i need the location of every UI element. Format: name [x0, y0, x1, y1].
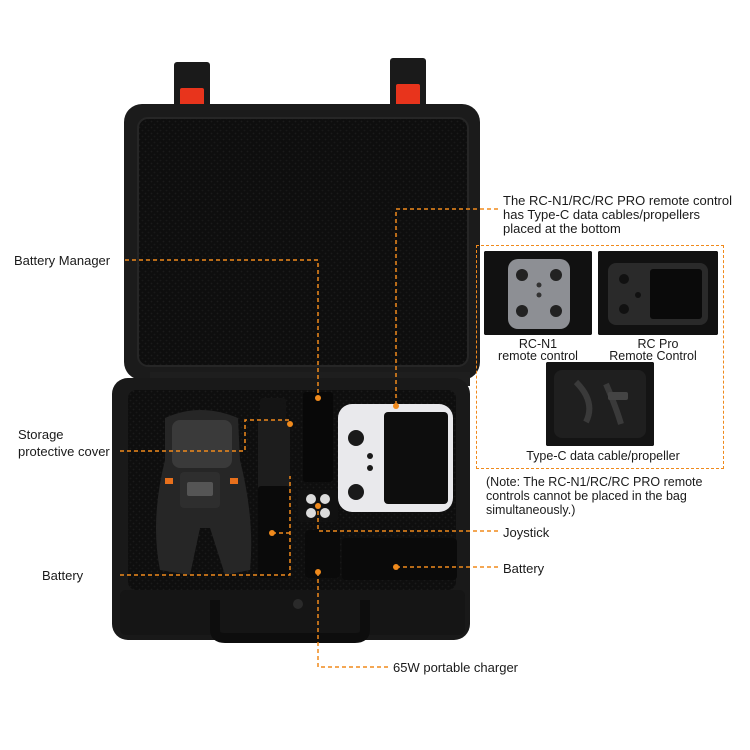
rcpro-caption-line2: Remote Control [609, 349, 697, 363]
rcpro-photo [598, 251, 718, 335]
note-line2: controls cannot be placed in the bag [486, 489, 687, 503]
rcn1-caption-line1: RC-N1 [518, 337, 558, 351]
battery-left-label: Battery [42, 568, 84, 583]
case-lid [124, 104, 480, 380]
note-line1: (Note: The RC-N1/RC/RC PRO remote [486, 475, 703, 489]
battery-right-label: Battery [503, 561, 545, 576]
joystick-label: Joystick [503, 525, 550, 540]
storage-cover-label-line1: Storage [18, 427, 64, 442]
remote-controller [338, 404, 453, 512]
charger-label: 65W portable charger [393, 660, 519, 675]
charger-slot [305, 530, 340, 578]
note-line3: simultaneously.) [486, 503, 576, 517]
rc-note-label-line3: placed at the bottom [503, 221, 621, 236]
battery-slot-left [258, 420, 290, 578]
cable-photo [546, 362, 654, 446]
storage-cover-label-line2: protective cover [18, 444, 110, 459]
battery-slot-right [342, 538, 457, 580]
remote-options-inset [476, 245, 724, 469]
leader-lines [120, 208, 498, 668]
rcpro-caption-line1: RC Pro [637, 337, 679, 351]
rc-note-label-line2: has Type-C data cables/propellers [503, 207, 701, 222]
rcn1-caption-line2: remote control [498, 349, 578, 363]
battery-manager-label: Battery Manager [14, 253, 111, 268]
rcn1-photo [484, 251, 592, 335]
cable-caption: Type-C data cable/propeller [526, 449, 680, 463]
rc-note-label-line1: The RC-N1/RC/RC PRO remote control [503, 193, 732, 208]
